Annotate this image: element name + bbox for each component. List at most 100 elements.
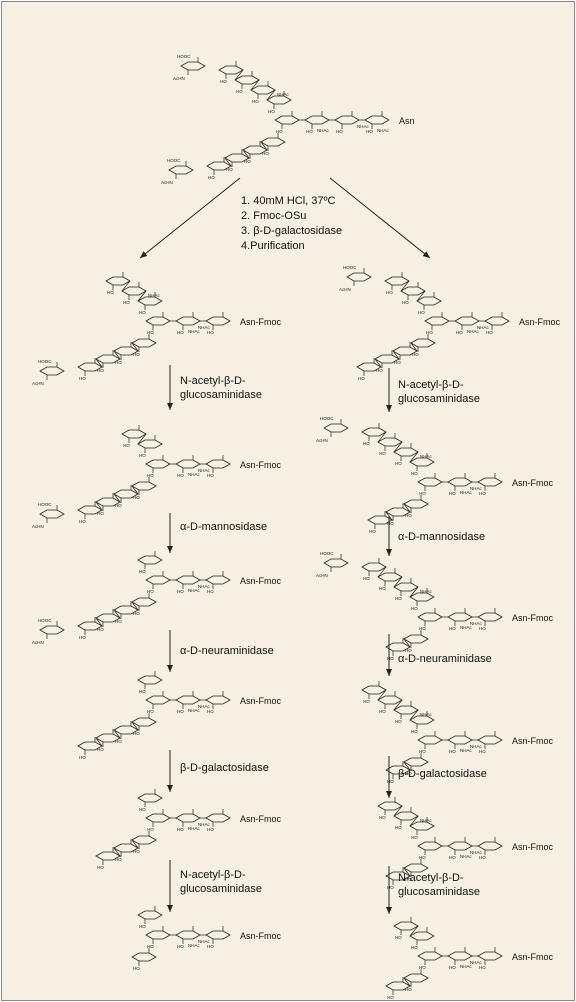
sugar-ring [175, 813, 201, 823]
substituent-label: HO [115, 739, 122, 744]
sugar-ring [260, 137, 286, 147]
substituent-label: HO [139, 689, 146, 694]
tag-l1: Asn-Fmoc [240, 317, 282, 327]
sugar-ring [393, 705, 419, 715]
sugar-ring [205, 316, 231, 326]
sugar-ring [323, 423, 349, 433]
sugar-ring [137, 555, 163, 565]
substituent-label: HO [456, 330, 463, 335]
glycosidic-bond [409, 586, 419, 598]
sugar-ring [131, 597, 157, 607]
sugar-ring [175, 316, 201, 326]
substituent-label: HOOC [343, 265, 357, 270]
substituent-label: HO [139, 569, 146, 574]
sugar-ring [323, 558, 349, 568]
glycosidic-bond [400, 280, 410, 292]
sugar-ring [409, 821, 435, 831]
substituent-label: HOOC [38, 618, 52, 623]
glycosidic-bond [266, 89, 276, 101]
tag-l4: Asn-Fmoc [240, 696, 282, 706]
glycosidic-bond [377, 431, 387, 443]
glycosidic-bond [410, 342, 418, 352]
substituent-label: HO [147, 944, 154, 949]
substituent-label: NHAc [188, 472, 201, 477]
glycosidic-bond [393, 805, 403, 817]
substituent-label: HO [207, 827, 214, 832]
substituent-label: NHAc [460, 625, 473, 630]
glycosidic-bond [131, 839, 139, 849]
sugar-ring [409, 931, 435, 941]
left-enzyme-mannosidase: α-D-mannosidase [180, 521, 267, 533]
glycosidic-bond [131, 342, 139, 352]
tag-l5: Asn-Fmoc [240, 814, 282, 824]
substituent-label: HO [268, 109, 275, 114]
glycosidic-bond [403, 638, 411, 648]
sugar-ring [361, 427, 387, 437]
substituent-label: HO [115, 619, 122, 624]
substituent-label: HO [394, 360, 401, 365]
substituent-label: HO [133, 352, 140, 357]
substituent-label: NHAc [198, 584, 211, 589]
glycosidic-bond [113, 847, 121, 857]
right-enzyme-neuraminidase: α-D-neuraminidase [398, 653, 492, 665]
glycosidic-bond [113, 609, 121, 619]
substituent-label: NHAc [198, 468, 211, 473]
sugar-ring [346, 272, 372, 282]
glycosidic-bond [409, 451, 419, 463]
glycosidic-bond [393, 699, 403, 711]
right-enzyme-nacetyl-1a: N-acetyl-β-D- [398, 379, 464, 391]
substituent-label: HO [387, 779, 394, 784]
substituent-label: HO [405, 877, 412, 882]
substituent-label: HO [147, 473, 154, 478]
sugar-ring [205, 695, 231, 705]
sugar-ring [39, 509, 65, 519]
tag-l3: Asn-Fmoc [240, 576, 282, 586]
sugar-ring [447, 951, 473, 961]
structure-tags: Asn Asn-Fmoc Asn-Fmoc Asn-Fmoc Asn-Fmoc … [240, 116, 561, 962]
substituent-label: HO [363, 441, 370, 446]
sugar-ring [417, 612, 443, 622]
sugar-ring [393, 921, 419, 931]
sugar-ring [334, 115, 360, 125]
sugar-ring [145, 575, 171, 585]
substituent-label: HO [449, 491, 456, 496]
sugar-ring [417, 477, 443, 487]
sugar-ring [477, 477, 503, 487]
substituent-label: HO [411, 729, 418, 734]
sugar-ring [145, 695, 171, 705]
substituent-label: HOOC [167, 158, 181, 163]
substituent-label: HO [236, 89, 243, 94]
substituent-label: HO [395, 825, 402, 830]
sugar-ring [424, 316, 450, 326]
substituent-label: HO [479, 749, 486, 754]
substituent-label: NHAc [188, 708, 201, 713]
substituent-label: HO [363, 576, 370, 581]
sugar-ring [234, 75, 260, 85]
sugar-ring [180, 61, 206, 71]
substituent-label: HO [133, 731, 140, 736]
reaction-conditions: 1. 40mM HCl, 37ºC 2. Fmoc-OSu 3. β-D-gal… [241, 195, 342, 252]
substituent-label: HOOC [177, 54, 191, 59]
sugar-ring [447, 477, 473, 487]
sugar-ring [393, 811, 419, 821]
glycosidic-bond [377, 689, 387, 701]
sugar-ring [121, 429, 147, 439]
sugar-ring [393, 582, 419, 592]
substituent-label: NHAc [460, 490, 473, 495]
substituent-label: NHAc [460, 964, 473, 969]
substituent-label: HO [379, 815, 386, 820]
glycosidic-bond [377, 566, 387, 578]
left-enzyme-nacetyl-1b: glucosaminidase [180, 389, 262, 401]
substituent-label: AcHN [339, 287, 351, 292]
substituent-label: HO [395, 596, 402, 601]
glycosidic-bond [95, 501, 103, 511]
left-enzyme-nacetyl-2a: N-acetyl-β-D- [180, 869, 246, 881]
substituent-label: AcHN [32, 524, 44, 529]
substituent-label: HO [306, 129, 313, 134]
substituent-label: HO [379, 709, 386, 714]
